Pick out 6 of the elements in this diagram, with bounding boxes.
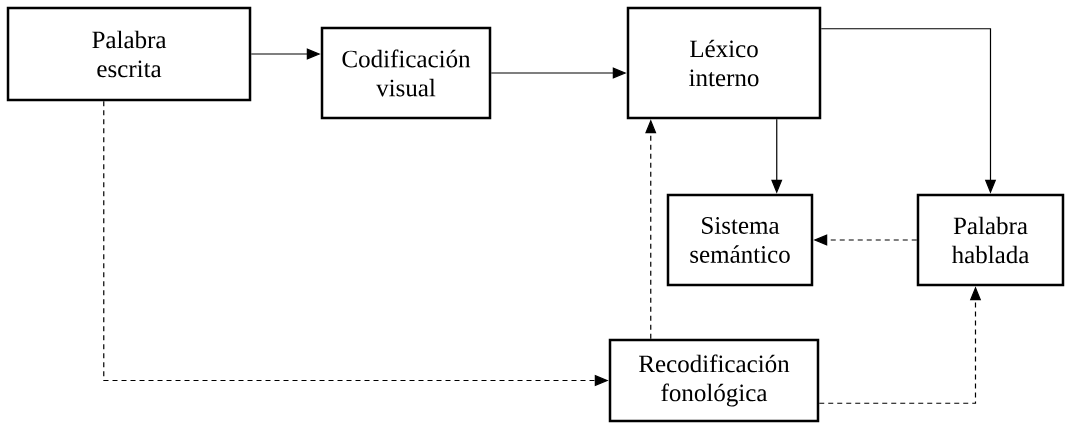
process-box: Codificación visual bbox=[320, 26, 492, 120]
process-box: Recodificación fonológica bbox=[608, 338, 820, 423]
process-box: Palabra hablada bbox=[916, 193, 1065, 287]
process-box: Sistema semántico bbox=[666, 193, 814, 287]
process-box: Palabra escrita bbox=[6, 6, 252, 102]
process-box: Léxico interno bbox=[626, 6, 822, 120]
